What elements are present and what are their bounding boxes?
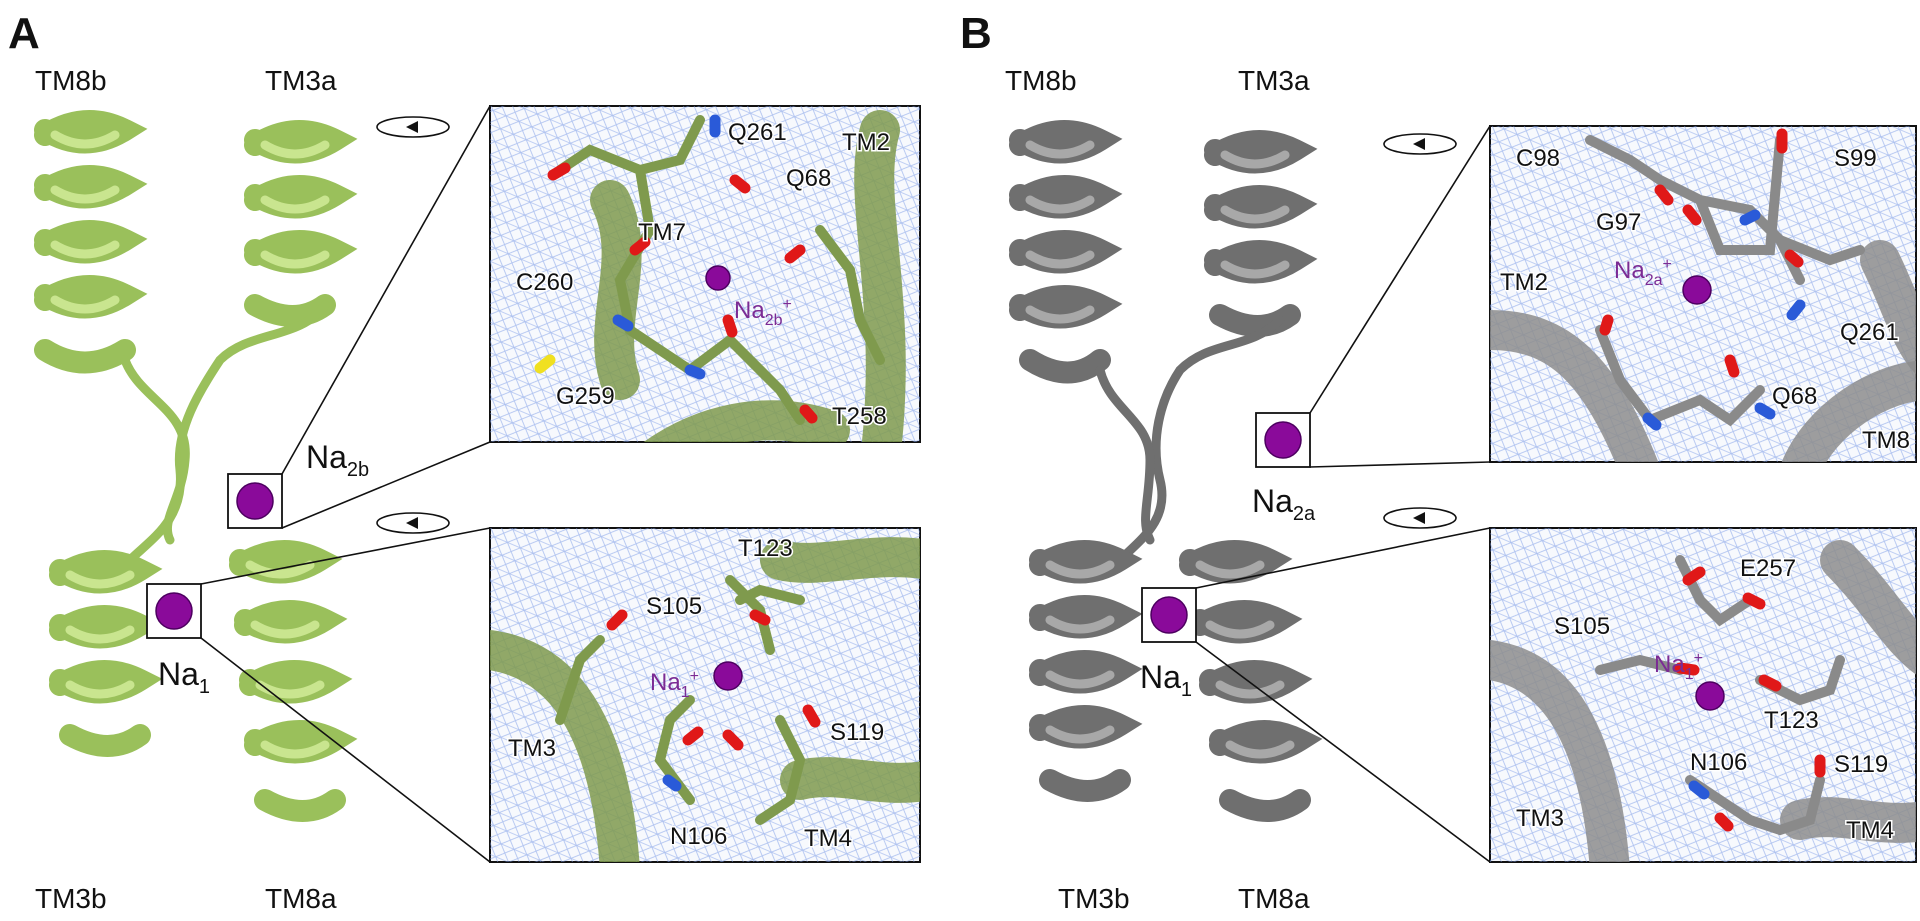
residue-label: T123	[1764, 707, 1819, 734]
residue-label: Q68	[786, 165, 831, 192]
na2a-site-label: Na2a	[1252, 483, 1316, 525]
callout-line	[200, 637, 491, 863]
label-tm3b: TM3b	[1058, 883, 1130, 914]
panel-a: A TM8b TM3a TM3b TM8a Na2b Na1	[8, 9, 921, 914]
residue-label: S105	[1554, 613, 1610, 640]
label-tm8b: TM8b	[1005, 65, 1077, 96]
helix-label: TM2	[1500, 269, 1548, 296]
residue-label: S119	[1834, 751, 1888, 778]
na1-site-label-a: Na1	[158, 656, 210, 698]
callout-line	[1309, 125, 1491, 414]
na1-ion-b	[1150, 596, 1188, 634]
inset-a-bottom: T123 S105 S119 TM3 N106 TM4 Na1+	[489, 527, 921, 863]
panel-b: B TM8b TM3a TM3b TM8a Na2a Na1	[960, 9, 1917, 914]
na2a-ion	[1264, 421, 1302, 459]
na1-site-label-b: Na1	[1140, 659, 1192, 701]
residue-label: G97	[1596, 209, 1641, 236]
residue-label: Q261	[728, 119, 787, 146]
callout-line	[281, 441, 491, 529]
ion-label: Na1+	[650, 668, 699, 701]
label-tm8a: TM8a	[265, 883, 337, 914]
panel-b-letter: B	[960, 9, 992, 58]
residue-label: Q261	[1840, 319, 1899, 346]
residue-label: T123	[738, 535, 793, 562]
callout-line	[1195, 641, 1491, 863]
rotation-arrow-icon	[376, 512, 450, 534]
residue-label: S105	[646, 593, 702, 620]
helix-label: TM8	[1862, 427, 1910, 454]
ion-label: Na2a+	[1614, 256, 1672, 289]
label-tm8a: TM8a	[1238, 883, 1310, 914]
callout-line	[200, 527, 491, 585]
inset-a-top: Q261 TM2 Q68 TM7 C260 G259 T258 Na2b+	[489, 105, 921, 443]
helix-label: TM4	[804, 825, 852, 852]
label-tm3a: TM3a	[1238, 65, 1310, 96]
helix-label: TM3	[508, 735, 556, 762]
rotation-arrow-icon	[1383, 133, 1457, 155]
residue-label: C260	[516, 269, 573, 296]
rotation-arrow-icon	[376, 116, 450, 138]
label-tm3b: TM3b	[35, 883, 107, 914]
na2b-ion	[236, 482, 274, 520]
residue-label: N106	[1690, 749, 1747, 776]
residue-label: T258	[832, 403, 887, 430]
residue-label: E257	[1740, 555, 1796, 582]
helix-label: TM3	[1516, 805, 1564, 832]
label-tm8b: TM8b	[35, 65, 107, 96]
panel-a-letter: A	[8, 9, 40, 58]
residue-label: S99	[1834, 145, 1877, 172]
ion-label: Na2b+	[734, 296, 792, 329]
residue-label: N106	[670, 823, 727, 850]
residue-label: G259	[556, 383, 615, 410]
helix-label: TM2	[842, 129, 890, 156]
inset-b-top: C98 S99 G97 TM2 Q261 Q68 TM8 Na2a+	[1489, 125, 1917, 463]
helix-label: TM4	[1846, 817, 1894, 844]
residue-label: S119	[830, 719, 884, 746]
callout-line	[1195, 527, 1491, 589]
protein-cartoon-a	[34, 110, 358, 822]
inset-b-bottom: E257 S105 T123 N106 S119 TM3 TM4 Na1+	[1489, 527, 1917, 863]
residue-label: C98	[1516, 145, 1560, 172]
ion-label: Na1+	[1654, 650, 1703, 683]
helix-label: TM7	[638, 219, 686, 246]
protein-cartoon-b	[1009, 120, 1323, 822]
callout-line	[281, 105, 491, 475]
callout-line	[1309, 461, 1491, 468]
na1-ion-a	[155, 592, 193, 630]
rotation-arrow-icon	[1383, 507, 1457, 529]
na2b-site-label: Na2b	[306, 439, 369, 481]
label-tm3a: TM3a	[265, 65, 337, 96]
residue-label: Q68	[1772, 383, 1817, 410]
